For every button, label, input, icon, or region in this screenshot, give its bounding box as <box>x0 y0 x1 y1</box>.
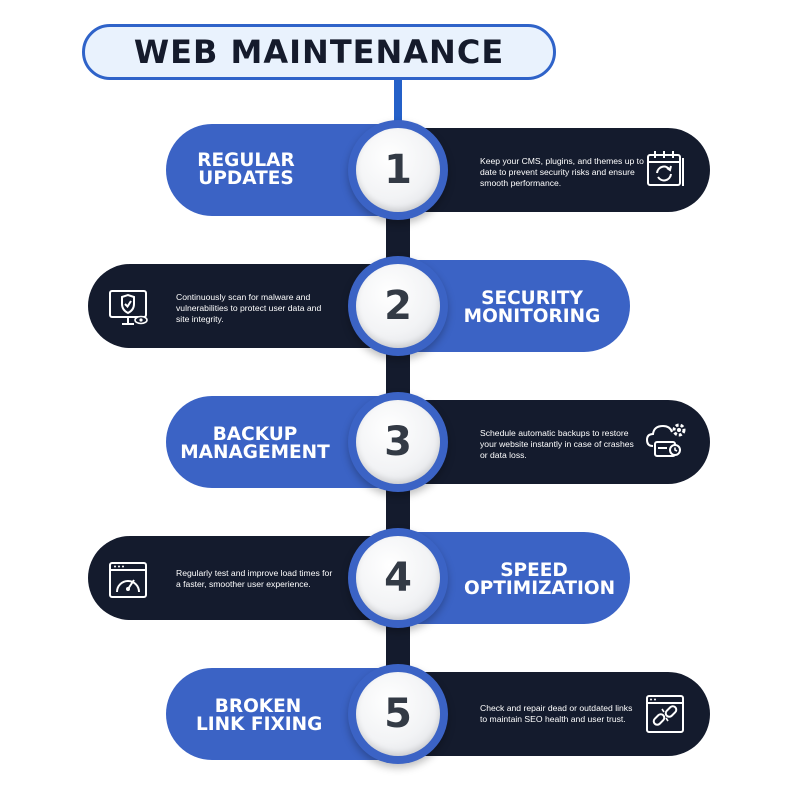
speedometer-icon <box>109 562 147 598</box>
broken-link-icon <box>646 695 684 733</box>
step-1-number-badge: 1 <box>348 120 448 220</box>
calendar-refresh-icon <box>647 151 684 186</box>
step-5-description-panel <box>398 672 710 756</box>
step-5-number-badge: 5 <box>348 664 448 764</box>
step-2-number-badge: 2 <box>348 256 448 356</box>
step-3-number: 3 <box>384 419 412 465</box>
step-2-description: Continuously scan for malware and vulner… <box>176 292 322 324</box>
step-3-description: Schedule automatic backups to restore yo… <box>480 428 634 460</box>
step-5-number: 5 <box>384 691 412 737</box>
step-1-description: Keep your CMS, plugins, and themes up to… <box>480 156 644 188</box>
title-connector <box>394 80 402 125</box>
step-1-number: 1 <box>384 147 412 193</box>
step-4-number-badge: 4 <box>348 528 448 628</box>
title-banner: WEB MAINTENANCE <box>82 24 556 80</box>
step-3-number-badge: 3 <box>348 392 448 492</box>
step-5-description: Check and repair dead or outdated links … <box>480 703 633 724</box>
step-4-number: 4 <box>384 555 412 601</box>
cloud-backup-icon <box>645 423 686 457</box>
step-2-number: 2 <box>384 283 412 329</box>
step-4-description: Regularly test and improve load times fo… <box>176 568 333 589</box>
page-title: WEB MAINTENANCE <box>133 33 505 71</box>
monitor-shield-icon <box>109 290 148 325</box>
